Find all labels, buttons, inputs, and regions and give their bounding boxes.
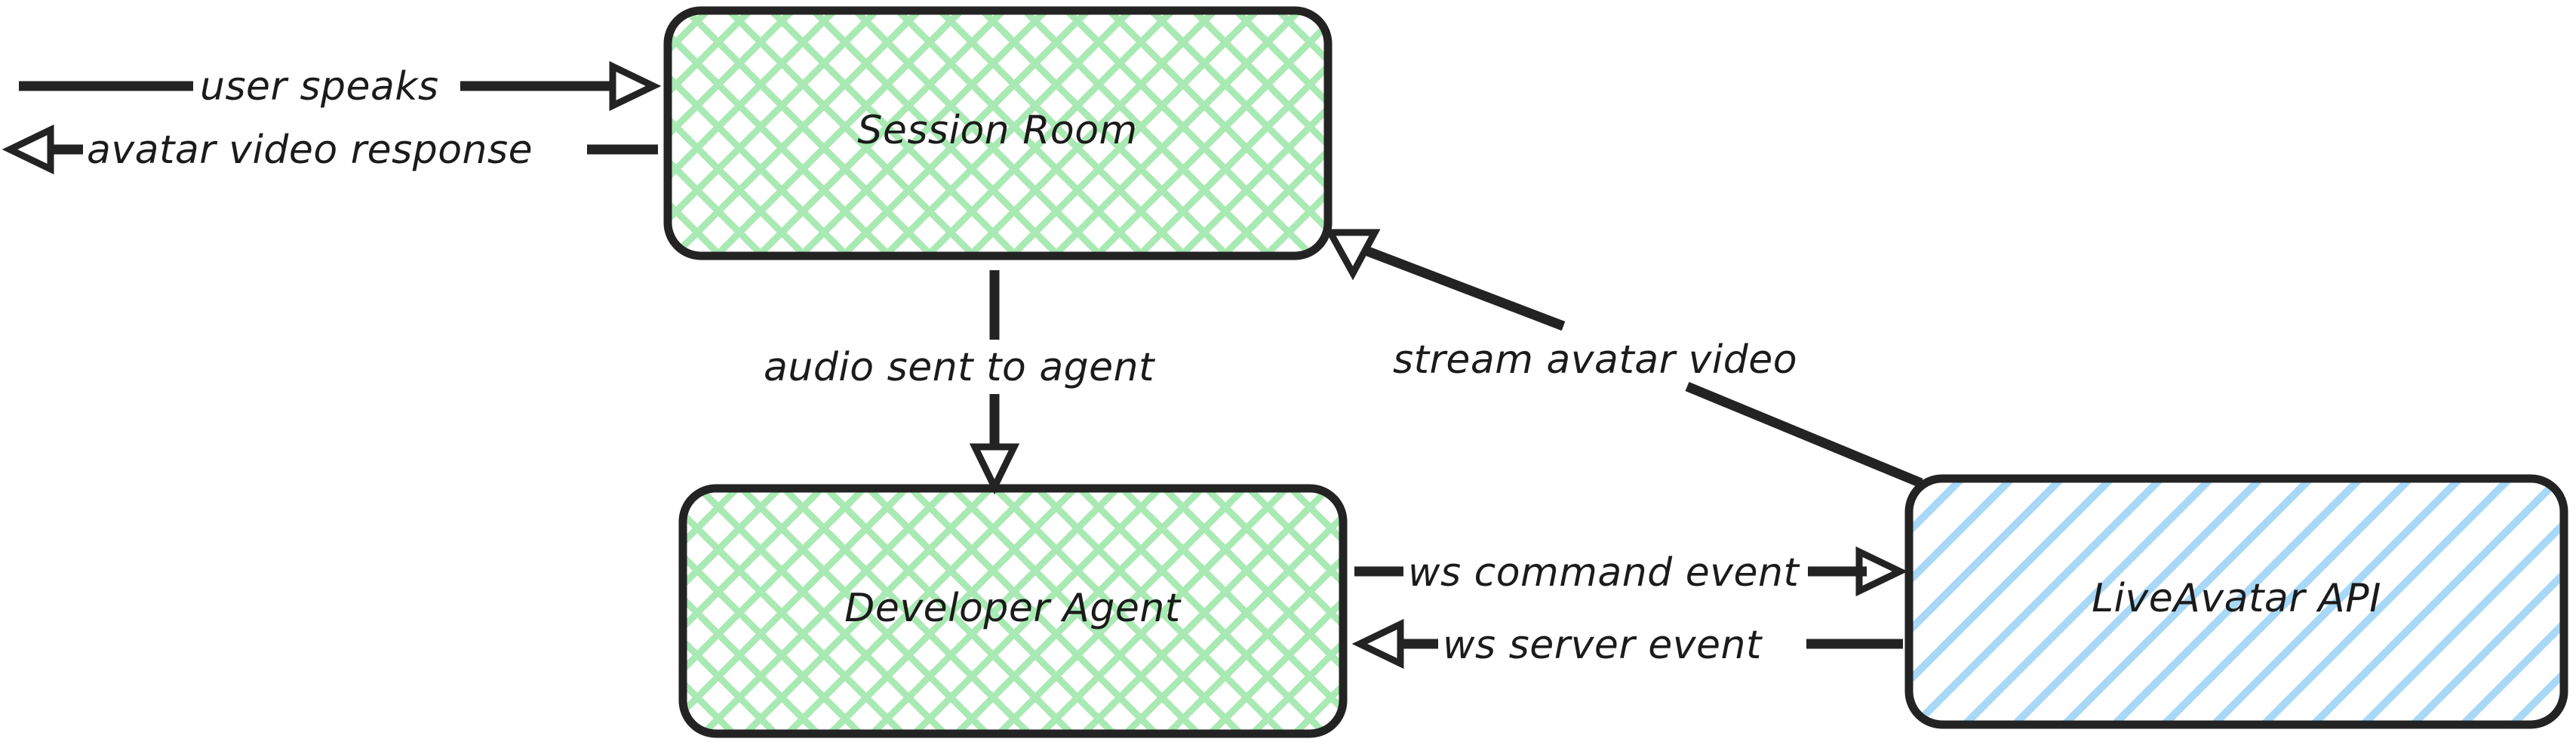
edge-avatar-video-response-label: avatar video response [87, 128, 533, 173]
edge-avatar-video-response-arrowhead [2, 124, 54, 175]
edge-stream-avatar-video-line-upper [1360, 244, 1566, 331]
node-session-room-shape [663, 6, 1333, 260]
edge-avatar-video-response[interactable]: avatar video response [2, 124, 658, 175]
edge-stream-avatar-video-arrowhead [1324, 229, 1381, 281]
edge-user-speaks[interactable]: user speaks [19, 60, 662, 112]
edge-ws-command-event-label: ws command event [1408, 550, 1800, 596]
edge-ws-command-event[interactable]: ws command event [1354, 546, 1908, 597]
edge-audio-sent-to-agent-arrowhead [969, 443, 1020, 495]
node-developer-agent[interactable]: Developer Agent [678, 484, 1348, 738]
node-liveavatar-api-label: LiveAvatar API [2092, 576, 2381, 621]
edge-ws-server-event[interactable]: ws server event [1351, 618, 1903, 670]
node-liveavatar-api-shape [1904, 474, 2568, 729]
node-developer-agent-label: Developer Agent [844, 586, 1181, 631]
node-session-room[interactable]: Session Room [663, 6, 1333, 260]
edge-stream-avatar-video[interactable]: stream avatar video [1324, 229, 1923, 488]
node-developer-agent-shape [678, 484, 1348, 738]
edge-user-speaks-arrowhead [609, 60, 662, 112]
edge-audio-sent-to-agent-label: audio sent to agent [764, 345, 1155, 390]
node-session-room-label: Session Room [857, 108, 1137, 153]
edge-ws-server-event-arrowhead [1351, 618, 1404, 670]
edge-ws-server-event-label: ws server event [1443, 623, 1763, 668]
node-liveavatar-api[interactable]: LiveAvatar API [1904, 474, 2568, 729]
edge-audio-sent-to-agent[interactable]: audio sent to agent [764, 270, 1155, 495]
edge-stream-avatar-video-label: stream avatar video [1393, 337, 1797, 383]
edge-user-speaks-label: user speaks [200, 64, 439, 109]
edge-stream-avatar-video-line-lower [1685, 381, 1923, 488]
